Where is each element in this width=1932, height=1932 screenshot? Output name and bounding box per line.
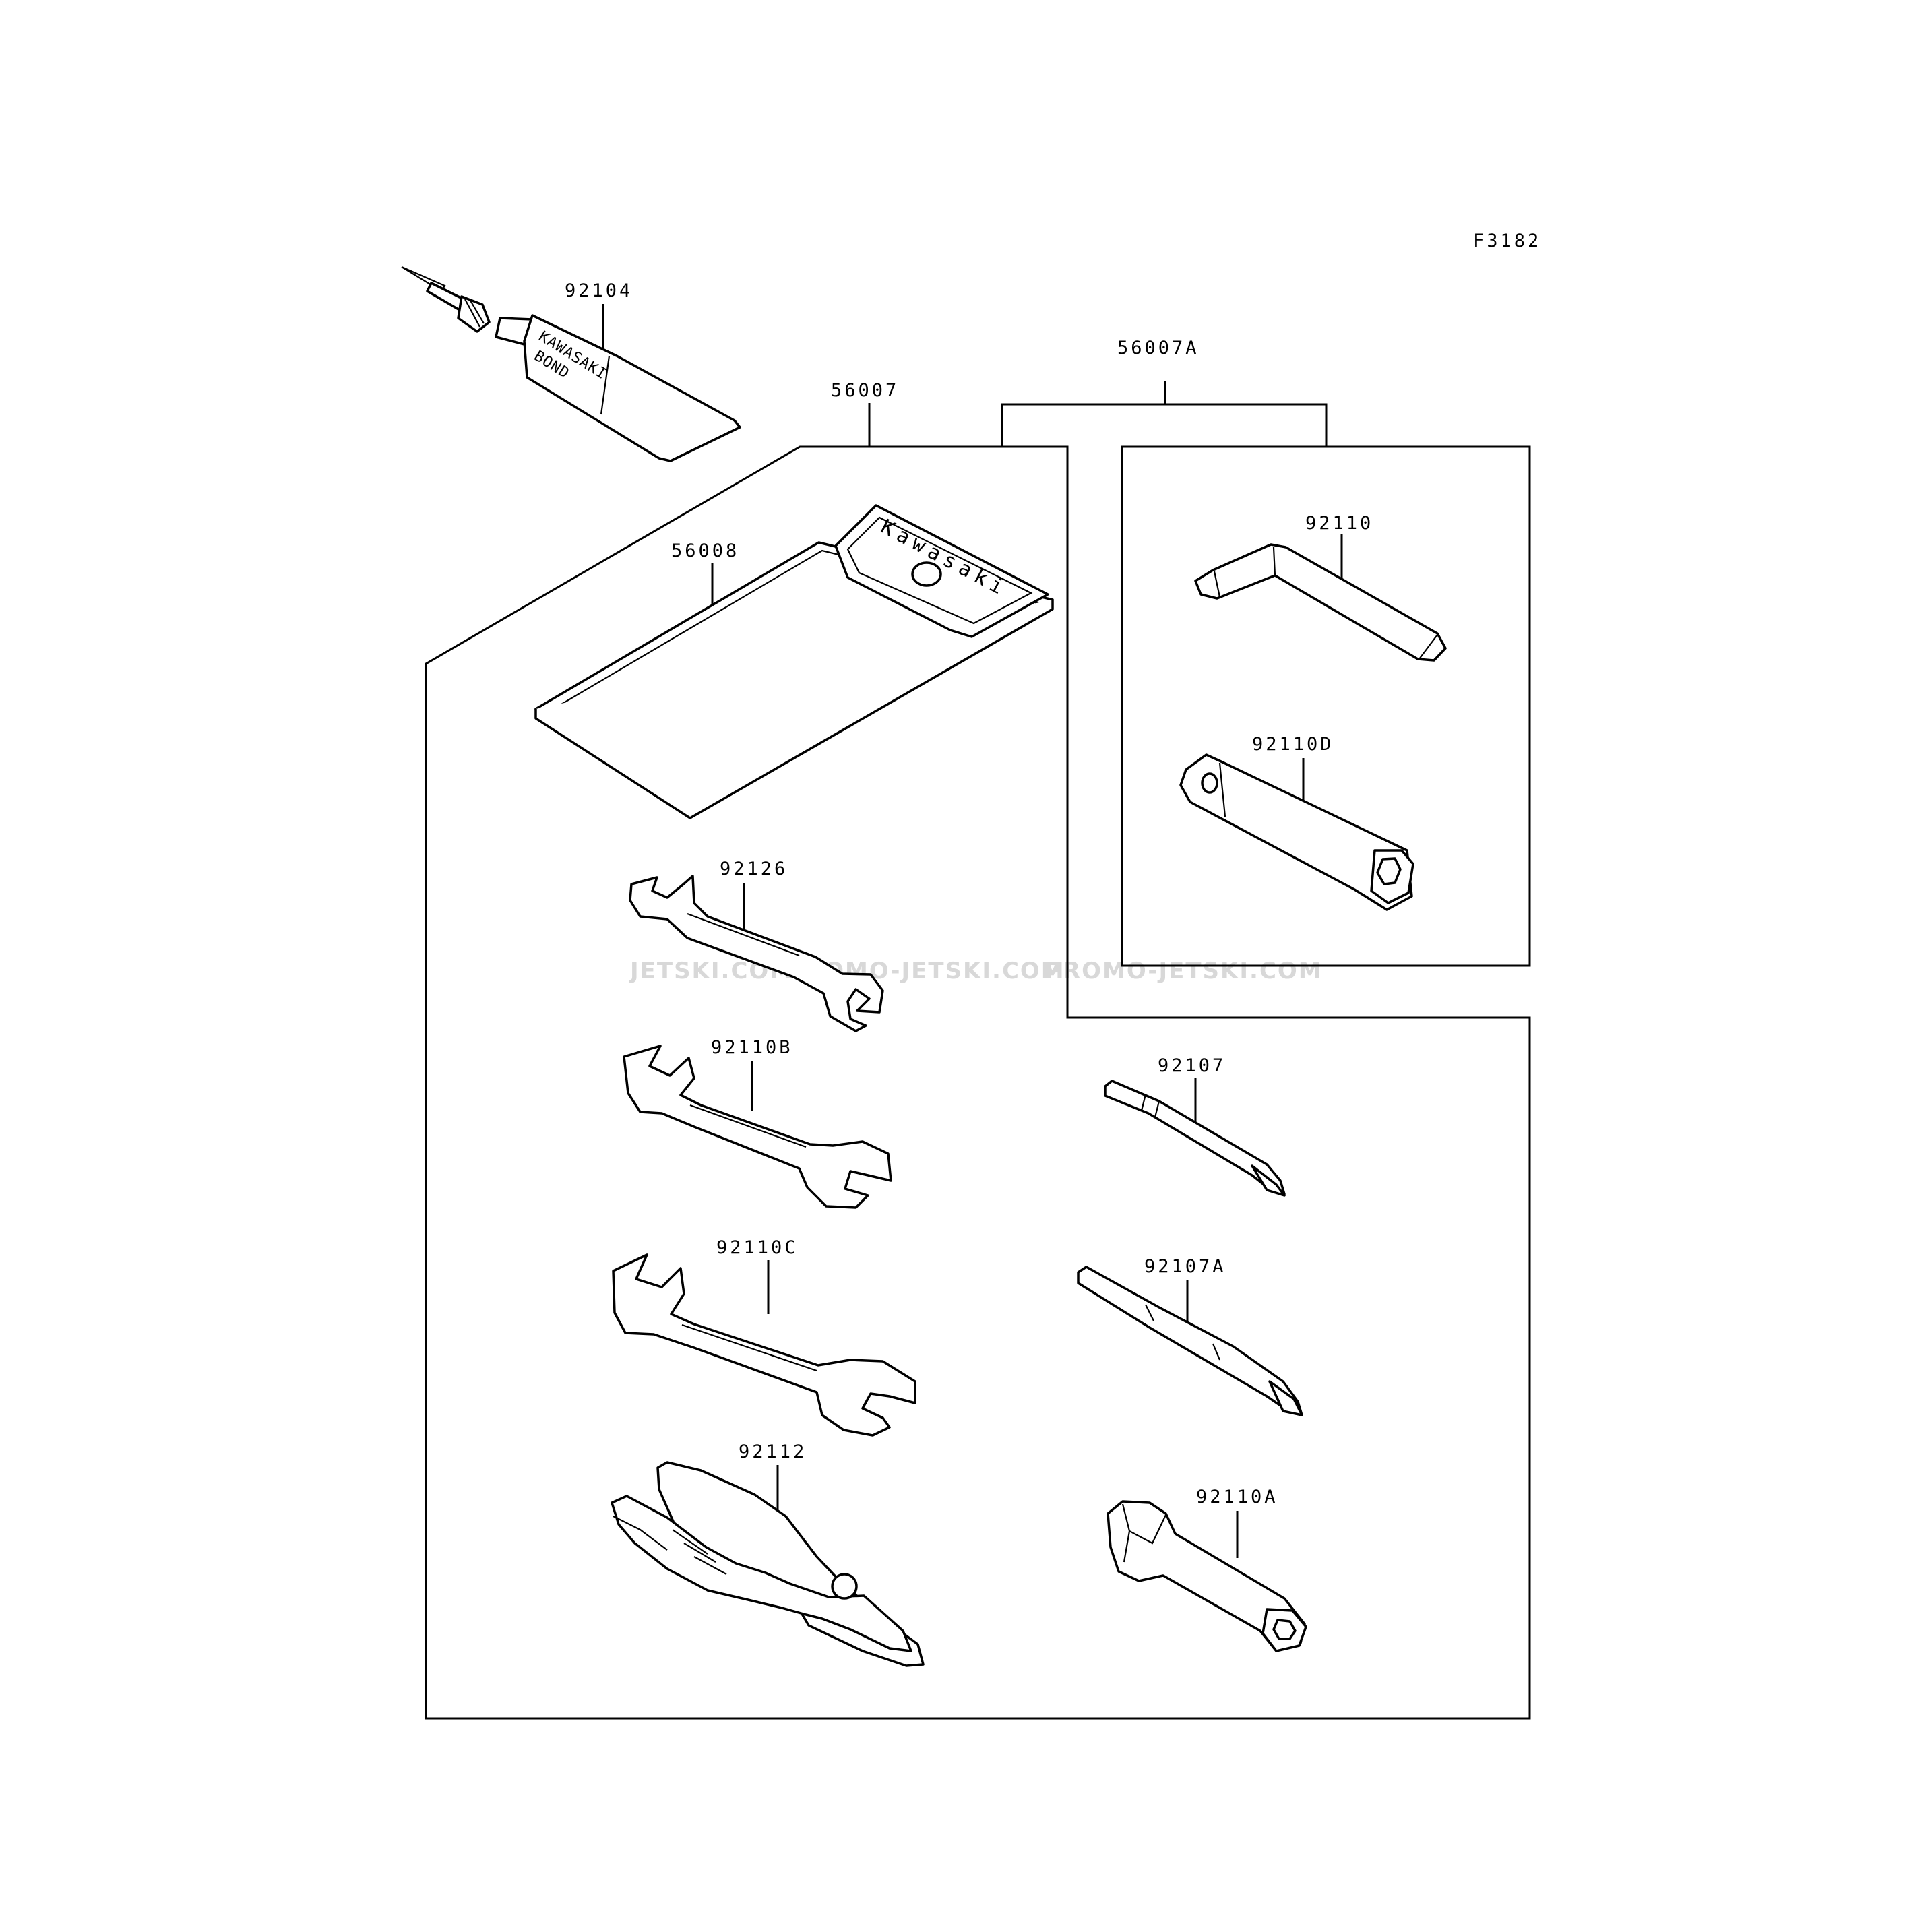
- wrench-92110C: [612, 1253, 916, 1437]
- label-56007: 56007: [831, 380, 899, 401]
- label-92107A: 92107A: [1144, 1256, 1226, 1277]
- label-92110A: 92110A: [1196, 1487, 1278, 1507]
- label-92112: 92112: [739, 1441, 807, 1462]
- wrench-92126: [629, 875, 884, 1032]
- screwdriver-92107A: [1077, 1266, 1303, 1416]
- watermark: JETSKI.COM PROMO-JETSKI.COM PROMO-JETSKI…: [629, 958, 1323, 985]
- label-92107: 92107: [1158, 1055, 1226, 1076]
- bracket-56007A: [1001, 381, 1328, 447]
- label-56007A: 56007A: [1117, 338, 1199, 359]
- watermark-text-3: PROMO-JETSKI.COM: [1045, 958, 1323, 985]
- tube-socket-92110D: [1179, 753, 1414, 911]
- screwdriver-92107: [1104, 1078, 1286, 1197]
- label-92104: 92104: [565, 280, 633, 301]
- label-92110: 92110: [1305, 513, 1373, 534]
- label-92126: 92126: [720, 859, 788, 879]
- label-92110D: 92110D: [1252, 734, 1334, 755]
- wrench-92110B: [623, 1045, 892, 1209]
- label-92110C: 92110C: [716, 1237, 799, 1258]
- tool-pouch-56008: Kawasaki: [534, 504, 1054, 819]
- socket-92110A: [1107, 1500, 1307, 1652]
- kit-56007-outline: [425, 445, 1531, 1720]
- figure-code: F3182: [1473, 230, 1541, 251]
- allen-key-92110: [1194, 534, 1447, 662]
- label-92110B: 92110B: [711, 1037, 793, 1058]
- kit-frames: [425, 381, 1531, 1720]
- pliers-92112: [611, 1461, 925, 1667]
- bond-tube-92104: KAWASAKI BOND: [401, 266, 741, 462]
- label-56008: 56008: [671, 540, 739, 561]
